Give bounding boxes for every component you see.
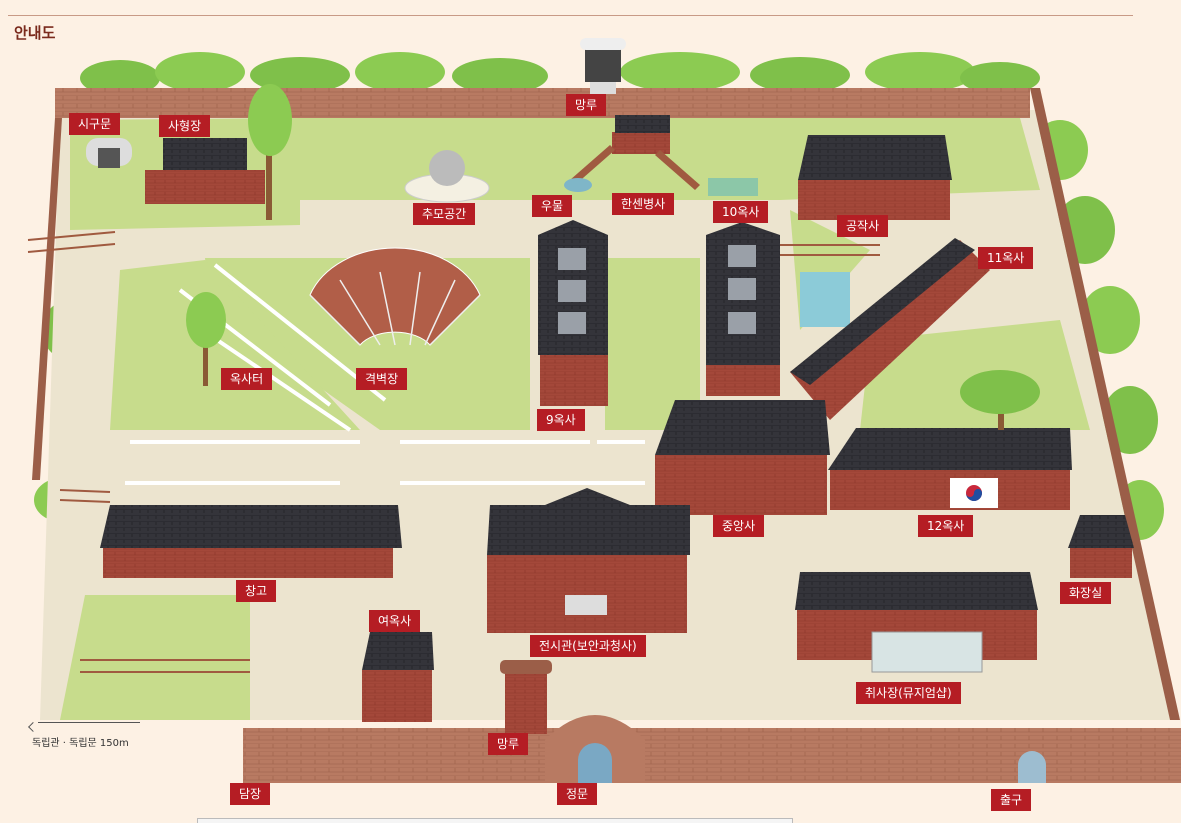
arrow-left-icon [32,718,140,728]
label-oksateo[interactable]: 옥사터 [221,368,273,390]
page-title: 안내도 [14,24,56,42]
watchtower-north [580,38,626,94]
warehouse-building [100,505,402,578]
exhibition-hall [487,488,690,633]
trees-top [80,52,1040,96]
direction-text: 독립관 · 독립문 150m [32,738,129,749]
label-mangru-north[interactable]: 망루 [566,94,607,116]
label-hansen[interactable]: 한센병사 [612,193,675,215]
label-chulgu[interactable]: 출구 [991,789,1032,811]
tree-execution [248,84,292,220]
memorial-space [404,150,490,203]
north-wall [55,88,1030,118]
top-divider [8,15,1133,16]
west-wall [32,118,62,480]
direction-note: 독립관 · 독립문 150m [32,718,140,749]
label-sahyeongjang[interactable]: 사형장 [159,115,211,137]
label-oksa11[interactable]: 11옥사 [978,247,1034,269]
label-jungang[interactable]: 중앙사 [713,515,765,537]
label-chumo[interactable]: 추모공간 [413,203,476,225]
main-gate [545,715,645,783]
label-hwajang[interactable]: 화장실 [1060,582,1112,604]
label-damjang[interactable]: 담장 [230,783,271,805]
building-9 [538,220,608,406]
exit-door [1018,751,1046,783]
pond-mid [800,272,850,327]
toilet-building [1068,515,1134,578]
label-jeonsigwan[interactable]: 전시관(보안과청사) [530,635,646,657]
east-wall [1030,88,1180,720]
tree-prison-site [186,292,226,386]
label-gyeokbyeok[interactable]: 격벽장 [356,368,408,390]
building-12 [828,428,1072,510]
kitchen-building [795,572,1038,673]
execution-house [86,138,265,204]
label-umul[interactable]: 우물 [532,195,573,217]
fan-exercise-yard [309,247,481,346]
central-building [655,400,830,515]
label-chwisa[interactable]: 취사장(뮤지엄샵) [856,682,961,704]
building-10 [706,222,780,396]
building-11 [790,238,990,420]
watchtower-south [500,660,552,734]
label-oksa9[interactable]: 9옥사 [537,409,585,431]
label-sigumun[interactable]: 시구문 [69,113,121,135]
hansen-ward [564,115,700,192]
tree-east [960,370,1040,430]
label-mangru-south[interactable]: 망루 [488,733,529,755]
label-oksa10[interactable]: 10옥사 [713,201,769,223]
womens-prison [362,632,434,722]
label-oksa12[interactable]: 12옥사 [918,515,974,537]
label-yeooksa[interactable]: 여옥사 [369,610,421,632]
label-changgo[interactable]: 창고 [236,580,277,602]
label-jeongmun[interactable]: 정문 [557,783,598,805]
pond-north [708,178,758,196]
label-gongjak[interactable]: 공작사 [837,215,889,237]
workshop-building [798,135,952,220]
scroll-bar[interactable] [197,818,793,823]
fences [27,231,880,673]
